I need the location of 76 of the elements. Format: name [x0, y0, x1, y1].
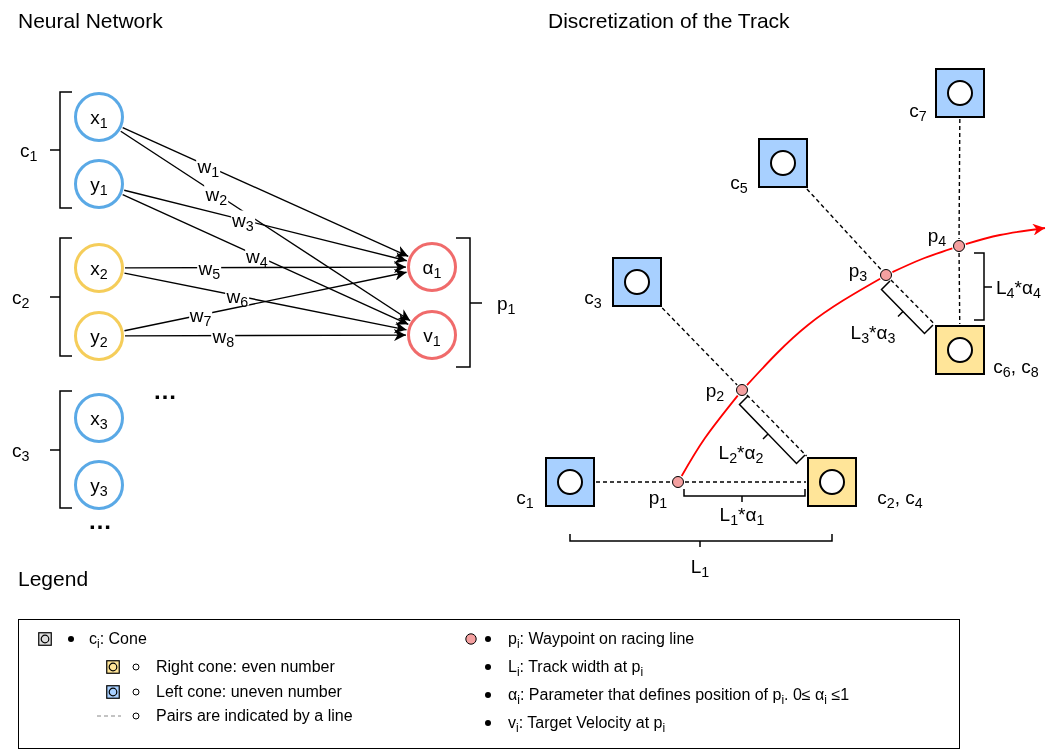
weight-arrow — [120, 130, 411, 322]
dashed-pair-line — [958, 252, 961, 325]
neuron-label: x$_{1}$ — [90, 107, 108, 127]
dashed-pair-line — [806, 188, 882, 271]
weight-arrow — [123, 189, 408, 264]
neuron-circle — [74, 311, 124, 361]
neuron-circle — [74, 243, 124, 293]
dimension-label: L$_{1}$*α$_{1}$ — [719, 504, 765, 524]
dimension-label: L$_{1}$ — [690, 556, 710, 576]
bracket-label: p$_{1}$ — [497, 293, 516, 313]
legend-text: p$_{i}$: Waypoint on racing line — [508, 631, 695, 647]
cone-label: c$_{3}$ — [584, 287, 602, 307]
neuron-circle — [74, 159, 124, 209]
section-heading: Legend — [18, 567, 89, 589]
cone-square — [545, 457, 595, 507]
neuron-circle — [407, 310, 457, 360]
dimension-label: L$_{3}$*α$_{3}$ — [850, 322, 896, 342]
neuron-label: y$_{3}$ — [90, 475, 108, 495]
neuron-circle — [74, 393, 124, 443]
bracket-label: c$_{1}$ — [20, 140, 38, 160]
weight-arrow — [124, 329, 407, 342]
neuron-label: x$_{3}$ — [90, 408, 108, 428]
cone-label: c$_{2}$, c$_{4}$ — [877, 487, 923, 507]
legend-text: v$_{i}$: Target Velocity at p$_{i}$ — [508, 715, 666, 731]
waypoint-dot — [880, 269, 892, 281]
weight-arrow — [124, 261, 407, 274]
legend-text: Left cone: uneven number — [156, 684, 342, 700]
cone-label: c$_{7}$ — [909, 100, 927, 120]
dimension-label: L$_{2}$*α$_{2}$ — [718, 442, 764, 462]
legend-text: α$_{i}$: Parameter that defines position of p$_{i}$. 0≤ α$_{i}$ ≤1 — [508, 687, 850, 703]
cone-square — [935, 325, 985, 375]
dashed-pair-line — [746, 394, 808, 457]
section-heading: Discretization of the Track — [548, 9, 790, 31]
legend-text: Right cone: even number — [156, 659, 335, 675]
racing-line-arrow — [964, 223, 1046, 246]
cone-label: c$_{1}$ — [516, 487, 534, 507]
edge-label: w$_{2}$ — [204, 184, 229, 204]
neuron-label: α$_{1}$ — [422, 257, 442, 277]
dimension-label: L$_{4}$*α$_{4}$ — [996, 277, 1041, 297]
legend-text: L$_{i}$: Track width at p$_{i}$ — [508, 659, 644, 675]
dashed-pair-line — [958, 118, 961, 240]
dashed-pair-line — [661, 307, 738, 386]
waypoint-label: p$_{1}$ — [648, 487, 668, 507]
ellipsis: … — [88, 509, 112, 533]
cone-label: c$_{6}$, c$_{8}$ — [993, 356, 1039, 376]
dashed-pair-line — [890, 279, 936, 325]
dashed-pair-line — [595, 481, 672, 483]
ellipsis: … — [153, 379, 177, 403]
dashed-pair-line — [684, 481, 807, 483]
cone-square — [758, 138, 808, 188]
legend-text: Pairs are indicated by a line — [156, 708, 353, 724]
bracket-label: c$_{2}$ — [12, 287, 30, 307]
waypoint-label: p$_{2}$ — [705, 380, 725, 400]
bracket-label: c$_{3}$ — [12, 440, 30, 460]
legend-text: c$_{i}$: Cone — [89, 631, 147, 647]
waypoint-label: p$_{4}$ — [927, 225, 947, 245]
neuron-label: v$_{1}$ — [423, 325, 441, 345]
neuron-circle — [74, 92, 124, 142]
cone-label: c$_{5}$ — [730, 172, 748, 192]
weight-arrow — [122, 127, 409, 257]
edge-label: w$_{4}$ — [245, 246, 269, 266]
neuron-label: y$_{2}$ — [90, 326, 108, 346]
waypoint-dot — [672, 476, 684, 488]
neuron-circle — [407, 242, 457, 292]
waypoint-dot — [736, 384, 748, 396]
waypoint-dot — [953, 240, 965, 252]
neuron-circle — [74, 460, 124, 510]
waypoint-label: p$_{3}$ — [848, 260, 868, 280]
cone-square — [612, 257, 662, 307]
section-heading: Neural Network — [18, 9, 163, 31]
cone-square — [807, 457, 857, 507]
cone-square — [935, 68, 985, 118]
neuron-label: y$_{1}$ — [90, 174, 108, 194]
weight-arrow — [122, 194, 409, 325]
edge-label: w$_{3}$ — [231, 210, 255, 230]
neuron-label: x$_{2}$ — [90, 258, 108, 278]
